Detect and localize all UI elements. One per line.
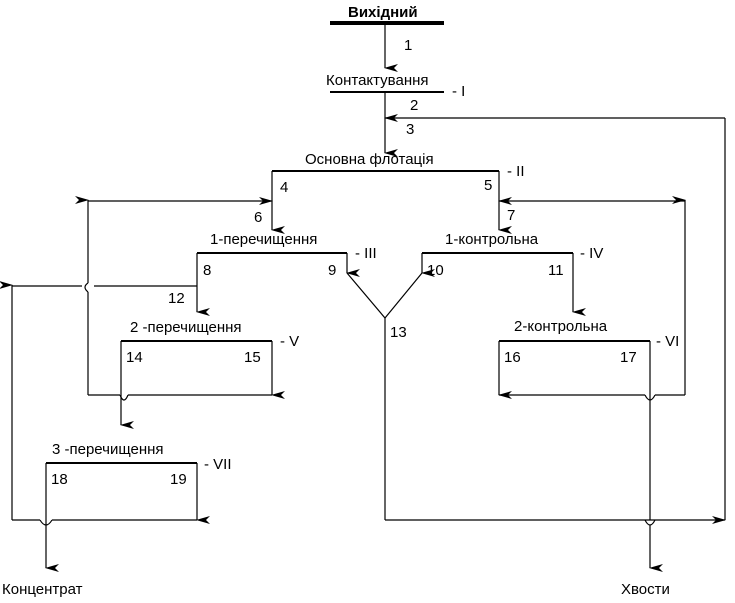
flow-10-label: 10 [427,262,444,279]
flow-14-label: 14 [126,349,143,366]
flow-18-label: 18 [51,471,68,488]
tailings-label: Хвости [621,581,670,598]
clean3-label: 3 -перечищення [52,441,164,458]
flow-1-label: 1 [404,37,412,54]
stage-III-mark: - III [355,245,377,262]
concentrate-label: Концентрат [2,581,83,598]
flow-6-label: 6 [254,209,262,226]
control1-label: 1-контрольна [445,231,539,248]
flow-8-label: 8 [203,262,211,279]
clean2-label: 2 -перечищення [130,319,242,336]
flow-2-label: 2 [410,97,418,114]
stage-V-mark: - V [280,333,299,350]
control2-label: 2-контрольна [514,318,608,335]
flow-9-label: 9 [328,262,336,279]
flow-19-label: 19 [170,471,187,488]
flow-12-label: 12 [168,290,185,307]
flow-15-label: 15 [244,349,261,366]
flow-13-label: 13 [390,324,407,341]
recycle-14-jump [84,282,89,293]
flow-11-label: 11 [548,262,564,279]
contact-label: Контактування [326,72,429,89]
clean1-label: 1-перечищення [210,231,317,248]
stage-VII-mark: - VII [204,456,232,473]
flow-16-label: 16 [504,349,521,366]
flow-17-label: 17 [620,349,637,366]
tailings-jump [644,519,656,526]
stage-II-mark: - II [507,163,525,180]
flow-9-diag [346,272,386,319]
source-label: Вихідний [348,4,418,21]
stage-IV-mark: - IV [580,245,603,262]
flow-5-label: 5 [484,177,492,194]
flow-4-label: 4 [280,179,288,196]
main-flotation-label: Основна флотація [305,151,434,168]
flow-7-label: 7 [507,207,515,224]
stage-I-mark: - I [452,83,465,100]
stage-VI-mark: - VI [656,333,679,350]
flow-3-label: 3 [406,121,414,138]
flow-10-diag [384,272,423,319]
